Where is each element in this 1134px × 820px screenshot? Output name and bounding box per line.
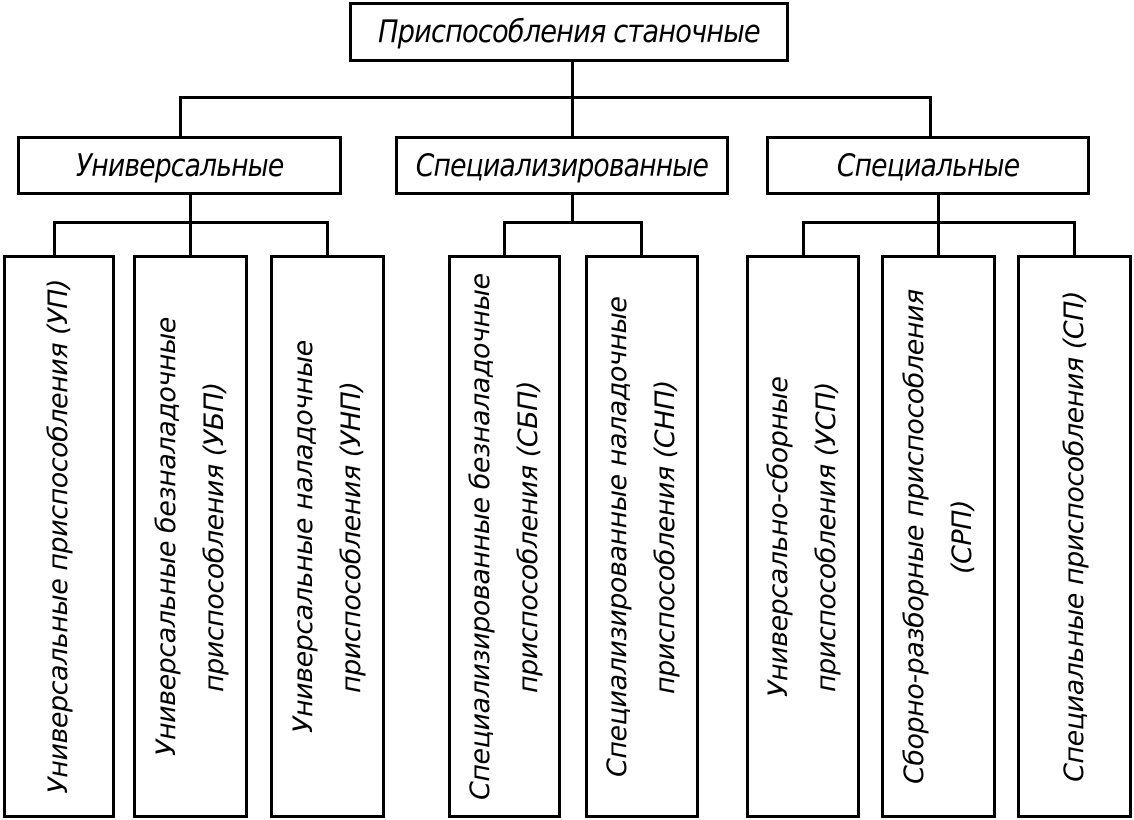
leaf-snp: Специализированные наладочные приспособл… [585,255,699,818]
leaf-label: Универсальные безналадочные приспособлен… [150,317,230,756]
leaf-label: Универсальные наладочные приспособления … [287,340,367,733]
leaf-unp: Универсальные наладочные приспособления … [270,255,385,818]
root-label: Приспособления станочные [378,14,761,50]
leaf-srp: Сборно-разборные приспособления (СРП) [881,255,996,818]
leaf-ubp: Универсальные безналадочные приспособлен… [133,255,248,818]
connector [571,96,574,138]
connector [1073,221,1076,257]
connector [640,221,643,257]
connector [937,193,940,223]
category-label: Универсальные [75,147,284,184]
leaf-up: Универсальные приспособления (УП) [3,255,115,818]
leaf-sp: Специальные приспособления (СП) [1017,255,1132,818]
connector [503,221,643,224]
connector [189,221,192,257]
connector [503,221,506,257]
leaf-label: Специализированные наладочные приспособл… [602,296,681,777]
leaf-label: Сборно-разборные приспособления (СРП) [898,289,978,784]
leaf-sbp: Специализированные безналадочные приспос… [448,255,561,818]
category-label: Специальные [836,147,1020,184]
connector [571,193,574,223]
category-universal: Универсальные [17,136,342,195]
leaf-label: Специальные приспособления (СП) [1058,291,1090,782]
category-specialized: Специализированные [395,136,729,195]
connector [179,96,182,138]
connector [802,221,805,257]
category-label: Специализированные [415,147,709,184]
connector [929,96,932,138]
leaf-label: Универсальные приспособления (УП) [43,279,74,794]
connector [937,221,940,257]
connector [179,96,932,99]
root-node: Приспособления станочные [349,2,789,62]
leaf-usp: Универсально-сборные приспособления (УСП… [746,255,860,818]
connector [53,221,56,257]
category-special: Специальные [766,136,1090,195]
leaf-label: Универсально-сборные приспособления (УСП… [763,376,842,697]
connector [571,60,574,98]
connector [326,221,329,257]
connector [189,193,192,223]
leaf-label: Специализированные безналадочные приспос… [464,273,544,800]
